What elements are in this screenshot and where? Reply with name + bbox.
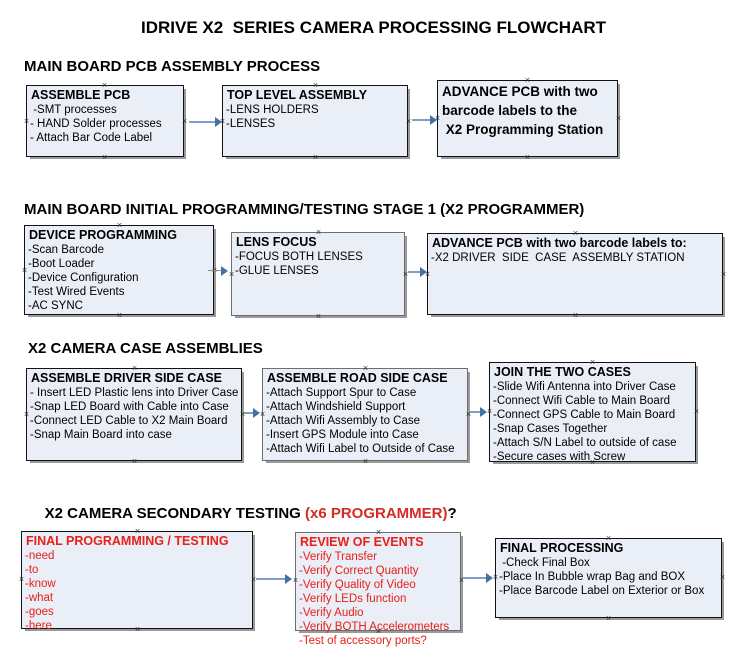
box-line: -Insert GPS Module into Case	[266, 429, 419, 441]
box-line: -Verify Transfer	[299, 551, 377, 563]
box-line: -Snap LED Board with Cable into Case	[30, 401, 229, 413]
box-line: -goes	[25, 606, 54, 618]
box-line: -here	[25, 620, 52, 632]
box-review-of-events[interactable]: REVIEW OF EVENTS -Verify Transfer -Verif…	[295, 532, 461, 647]
connector-arrow	[256, 578, 286, 580]
box-line: -Boot Loader	[28, 258, 95, 270]
box-line: -to	[25, 564, 39, 576]
connector-arrow	[244, 412, 256, 414]
box-line: -Connect Wifi Cable to Main Board	[493, 395, 671, 407]
box-line: -LENSES	[226, 118, 276, 130]
box-line: barcode labels to the	[442, 103, 578, 118]
box-top-level-assembly[interactable]: TOP LEVEL ASSEMBLY -LENS HOLDERS -LENSES	[222, 85, 408, 157]
box-line: -Verify LEDs function	[299, 593, 407, 605]
arrow-head-icon	[221, 266, 228, 276]
box-header: ASSEMBLE DRIVER SIDE CASE	[31, 371, 223, 385]
box-header: ASSEMBLE ROAD SIDE CASE	[267, 371, 448, 385]
box-line: -Verify BOTH Accelerometers	[299, 621, 450, 633]
arrow-head-icon	[253, 408, 260, 418]
connector-arrow	[470, 411, 482, 413]
connector-arrow	[208, 270, 224, 271]
box-header: JOIN THE TWO CASES	[494, 365, 631, 379]
box-line: -X2 DRIVER SIDE CASE ASSEMBLY STATION	[431, 252, 685, 264]
box-line: -LENS HOLDERS	[226, 104, 319, 116]
connector-arrow	[412, 119, 432, 121]
box-line: -FOCUS BOTH LENSES	[235, 251, 363, 263]
box-line: -Snap Main Board into case	[30, 429, 172, 441]
box-line: -Attach S/N Label to outside of case	[493, 437, 677, 449]
box-line-overflow: -Test of accessory ports?	[299, 635, 427, 647]
box-line: -Place Barcode Label on Exterior or Box	[499, 585, 705, 597]
connector-arrow	[463, 577, 487, 579]
box-line: -Attach Wifi Assembly to Case	[266, 415, 421, 427]
box-header: ADVANCE PCB with two	[442, 84, 598, 99]
box-device-programming[interactable]: DEVICE PROGRAMMING -Scan Barcode -Boot L…	[24, 225, 214, 315]
arrow-head-icon	[480, 407, 487, 417]
box-line: -Verify Correct Quantity	[299, 565, 419, 577]
arrow-head-icon	[420, 267, 427, 277]
box-header: FINAL PROGRAMMING / TESTING	[26, 534, 229, 548]
connector-arrow	[408, 271, 423, 273]
box-line: -Connect LED Cable to X2 Main Board	[30, 415, 228, 427]
box-header: TOP LEVEL ASSEMBLY	[227, 88, 368, 102]
page-title: IDRIVE X2 SERIES CAMERA PROCESSING FLOWC…	[140, 18, 607, 37]
box-line: X2 Programming Station	[442, 122, 604, 137]
box-line: -Attach Windshield Support	[266, 401, 406, 413]
box-header: ASSEMBLE PCB	[31, 88, 131, 102]
box-line: - Attach Bar Code Label	[30, 132, 153, 144]
box-header: FINAL PROCESSING	[500, 541, 624, 555]
section-heading-1: MAIN BOARD PCB ASSEMBLY PROCESS	[24, 58, 321, 75]
box-lens-focus[interactable]: LENS FOCUS -FOCUS BOTH LENSES -GLUE LENS…	[231, 232, 405, 316]
box-line: - HAND Solder processes	[30, 118, 162, 130]
box-line: -need	[25, 550, 55, 562]
box-line: -Attach Support Spur to Case	[266, 387, 417, 399]
box-line: -Test Wired Events	[28, 286, 125, 298]
box-header: LENS FOCUS	[236, 235, 317, 249]
box-line: -Verify Audio	[299, 607, 364, 619]
box-assemble-pcb[interactable]: ASSEMBLE PCB -SMT processes - HAND Solde…	[26, 85, 184, 157]
box-assemble-driver-side-case[interactable]: ASSEMBLE DRIVER SIDE CASE - Insert LED P…	[26, 368, 242, 461]
box-line: -Device Configuration	[28, 272, 139, 284]
box-line: -GLUE LENSES	[235, 265, 319, 277]
box-assemble-road-side-case[interactable]: ASSEMBLE ROAD SIDE CASE -Attach Support …	[262, 368, 468, 461]
box-line: -AC SYNC	[28, 300, 83, 312]
section-heading-3: X2 CAMERA CASE ASSEMBLIES	[28, 340, 263, 357]
arrow-head-icon	[215, 117, 222, 127]
box-header: ADVANCE PCB with two barcode labels to:	[432, 236, 687, 250]
box-line: -Secure cases with Screw	[493, 451, 626, 463]
box-line: -Place In Bubble wrap Bag and BOX	[499, 571, 686, 583]
box-header: DEVICE PROGRAMMING	[29, 228, 177, 242]
arrow-head-icon	[486, 573, 493, 583]
connector-arrow	[189, 121, 217, 123]
section-heading-4-accent: (x6 PROGRAMMER)	[304, 505, 448, 522]
section-heading-4-tail: ?	[447, 505, 457, 522]
box-advance-pcb-1[interactable]: ADVANCE PCB with two barcode labels to t…	[437, 80, 618, 157]
box-line: -what	[25, 592, 54, 604]
box-advance-pcb-2[interactable]: ADVANCE PCB with two barcode labels to: …	[427, 233, 723, 315]
box-line: -Snap Cases Together	[493, 423, 608, 435]
box-line: -Slide Wifi Antenna into Driver Case	[493, 381, 676, 393]
box-line: - Insert LED Plastic lens into Driver Ca…	[30, 387, 239, 399]
box-join-the-two-cases[interactable]: JOIN THE TWO CASES -Slide Wifi Antenna i…	[489, 362, 696, 463]
box-line: -Verify Quality of Video	[299, 579, 416, 591]
box-line: -Attach Wifi Label to Outside of Case	[266, 443, 455, 455]
box-line: -Connect GPS Cable to Main Board	[493, 409, 676, 421]
arrow-head-icon	[285, 574, 292, 584]
box-line: -Scan Barcode	[28, 244, 105, 256]
box-line: -SMT processes	[30, 104, 117, 116]
box-line: -Check Final Box	[499, 557, 590, 569]
section-heading-2: MAIN BOARD INITIAL PROGRAMMING/TESTING S…	[24, 201, 585, 218]
box-final-processing[interactable]: FINAL PROCESSING -Check Final Box -Place…	[495, 538, 722, 618]
box-line: -know	[25, 578, 56, 590]
section-heading-4-main: X2 CAMERA SECONDARY TESTING	[44, 505, 305, 522]
box-header: REVIEW OF EVENTS	[300, 535, 424, 549]
arrow-head-icon	[430, 115, 437, 125]
box-final-programming-testing[interactable]: FINAL PROGRAMMING / TESTING -need -to -k…	[21, 531, 253, 632]
section-heading-4: X2 CAMERA SECONDARY TESTING (x6 PROGRAMM…	[28, 488, 457, 539]
